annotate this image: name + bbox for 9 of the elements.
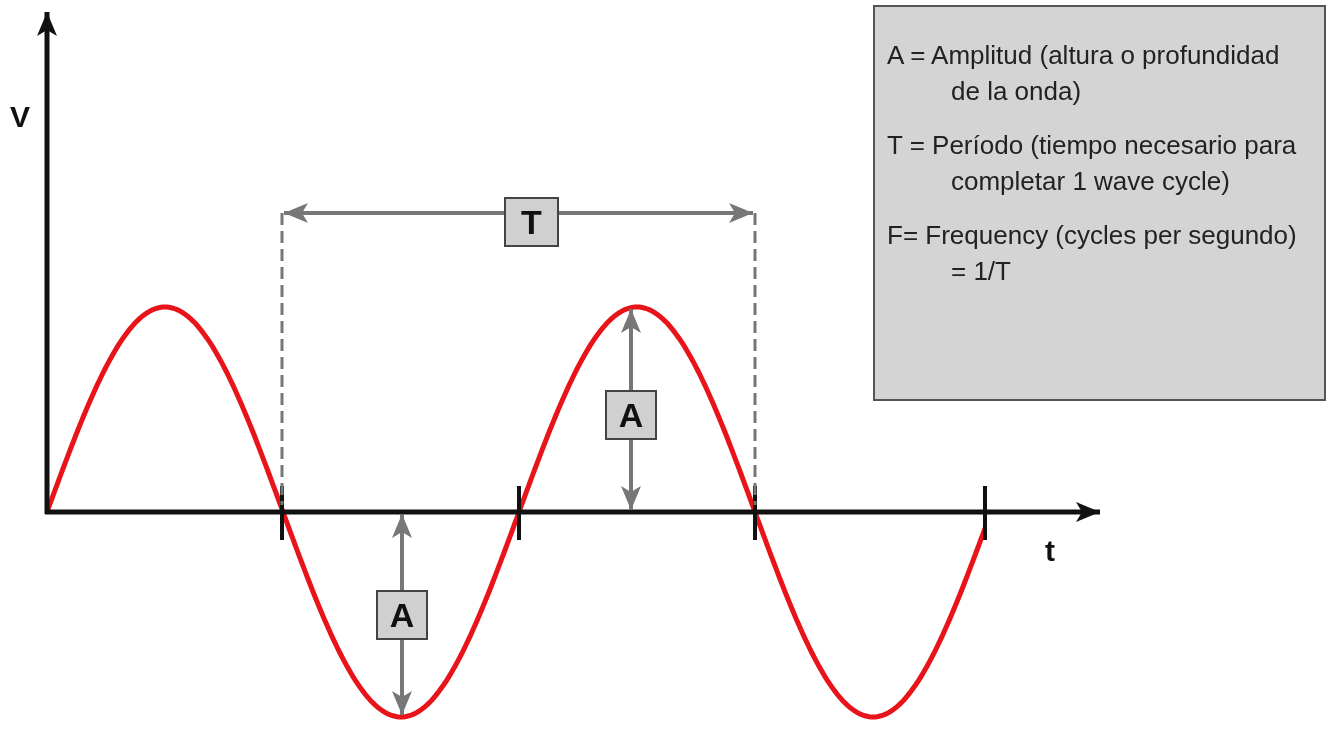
definition-text: T = Período (tiempo necesario para completar 1 wave cycle) (887, 129, 1298, 198)
dimension-label: A (605, 390, 657, 440)
dimension-label: A (376, 590, 428, 640)
dimension-label: T (504, 197, 559, 247)
definition-text: F= Frequency (cycles per segundo) = 1/T (887, 219, 1298, 288)
axis-label: V (10, 100, 30, 134)
definition-panel (873, 5, 1326, 401)
definition-text: A = Amplitud (altura o profundidad de la onda) (887, 39, 1281, 108)
axis-label: t (1045, 534, 1055, 568)
